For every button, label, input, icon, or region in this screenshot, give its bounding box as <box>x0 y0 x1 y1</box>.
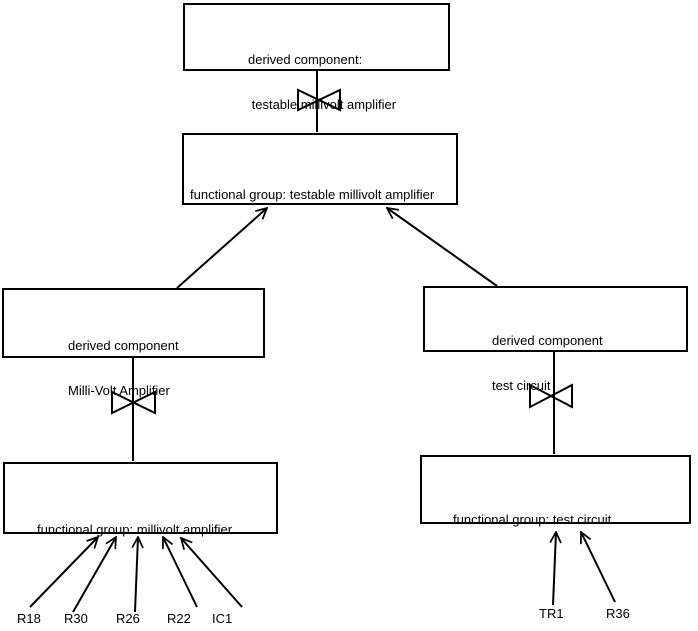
node-text-line: derived component <box>492 333 603 348</box>
node-functional-group-millivolt-amplifier: functional group: millivolt amplifier <box>3 462 278 537</box>
component-label-tr1: TR1 <box>539 606 564 621</box>
node-derived-test-circuit: derived component test circuit <box>423 286 688 393</box>
node-text-line: functional group: testable millivolt amp… <box>190 187 435 202</box>
component-label-r18: R18 <box>17 611 41 626</box>
node-text-line: derived component <box>68 338 179 353</box>
node-functional-group-testable-millivolt-amplifier: functional group: testable millivolt amp… <box>182 133 458 205</box>
component-label-r30: R30 <box>64 611 88 626</box>
component-label-r36: R36 <box>606 606 630 621</box>
node-text-line: functional group: test circuit <box>453 512 612 527</box>
node-derived-testable-millivolt-amplifier: derived component: testable millivolt am… <box>183 3 450 112</box>
component-label-r22: R22 <box>167 611 191 626</box>
node-text-line: testable millivolt amplifier <box>248 97 397 112</box>
node-functional-group-test-circuit: functional group: test circuit <box>420 455 691 527</box>
node-derived-milli-volt-amplifier: derived component Milli-Volt Amplifier <box>2 288 265 398</box>
node-text-line: test circuit <box>492 378 551 393</box>
node-text-line: functional group: millivolt amplifier <box>37 522 233 537</box>
node-text-line: derived component: <box>248 52 363 67</box>
node-text-line: Milli-Volt Amplifier <box>68 383 170 398</box>
component-label-ic1: IC1 <box>212 611 233 626</box>
component-label-r26: R26 <box>116 611 140 626</box>
